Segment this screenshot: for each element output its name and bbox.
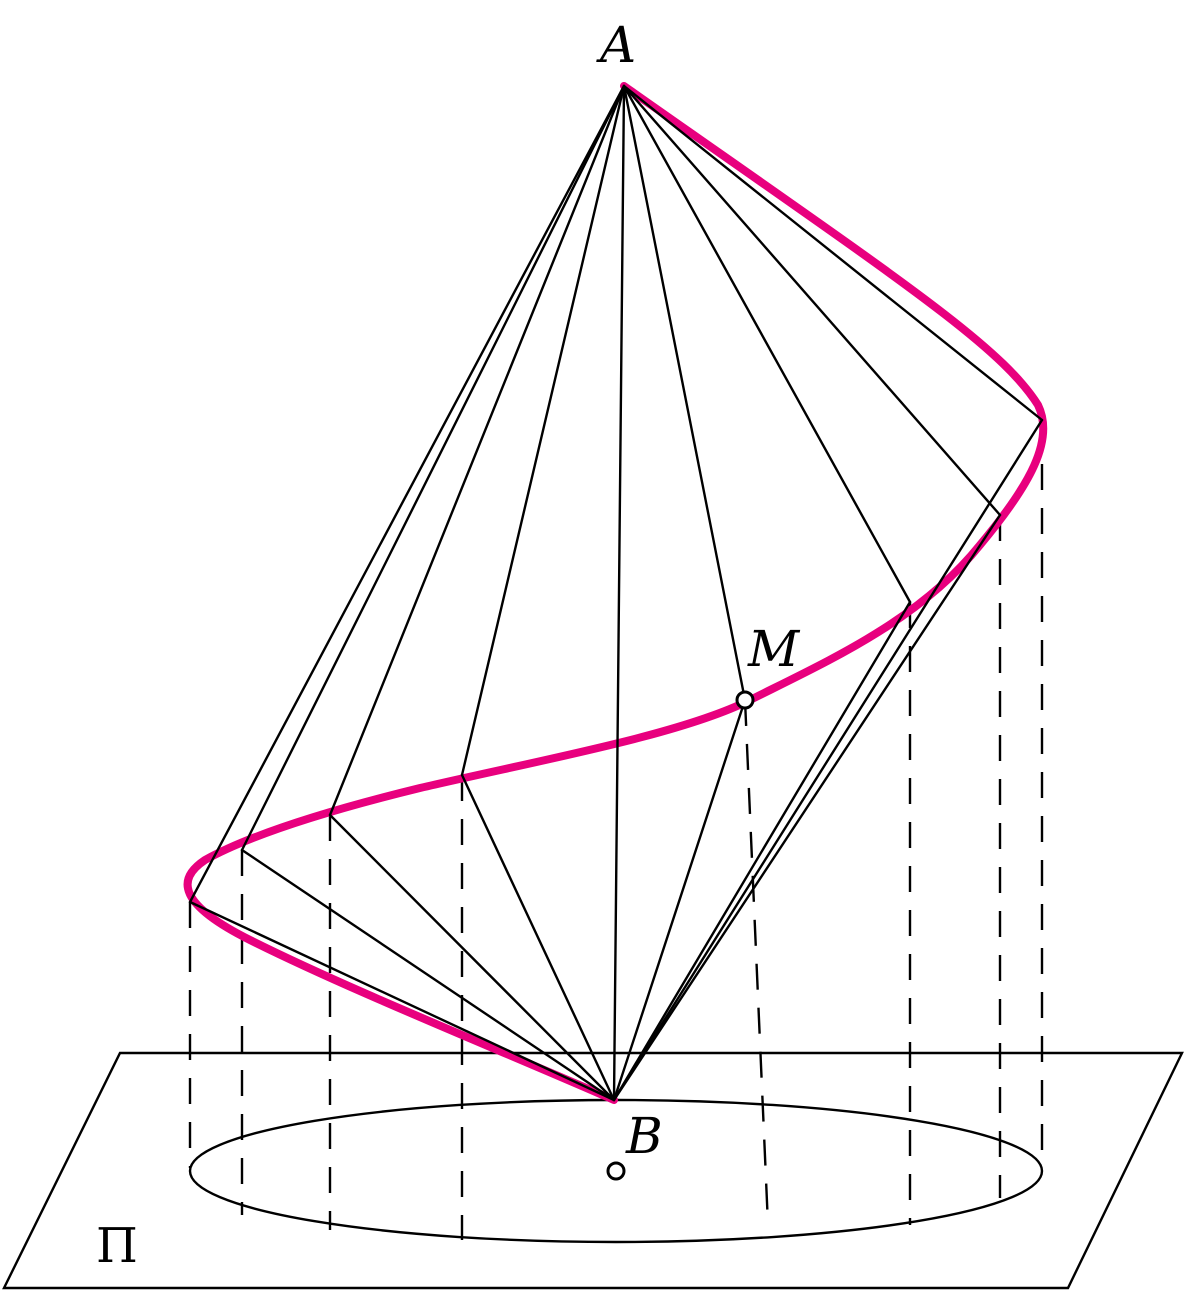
generators-from-A: [188, 84, 1044, 1102]
label-m: M: [747, 620, 801, 678]
label-b: B: [625, 1107, 663, 1165]
label-plane: Π: [96, 1218, 138, 1274]
dash-5: [743, 699, 770, 1226]
point-m: [735, 690, 755, 710]
label-a: A: [596, 16, 636, 74]
point-b-projection: [606, 1161, 626, 1181]
projection-dashes: [188, 420, 1044, 1240]
space-curve: [183, 82, 1048, 1104]
generators-from-B: [188, 418, 1044, 1102]
plane-pi: [2, 1051, 1184, 1290]
